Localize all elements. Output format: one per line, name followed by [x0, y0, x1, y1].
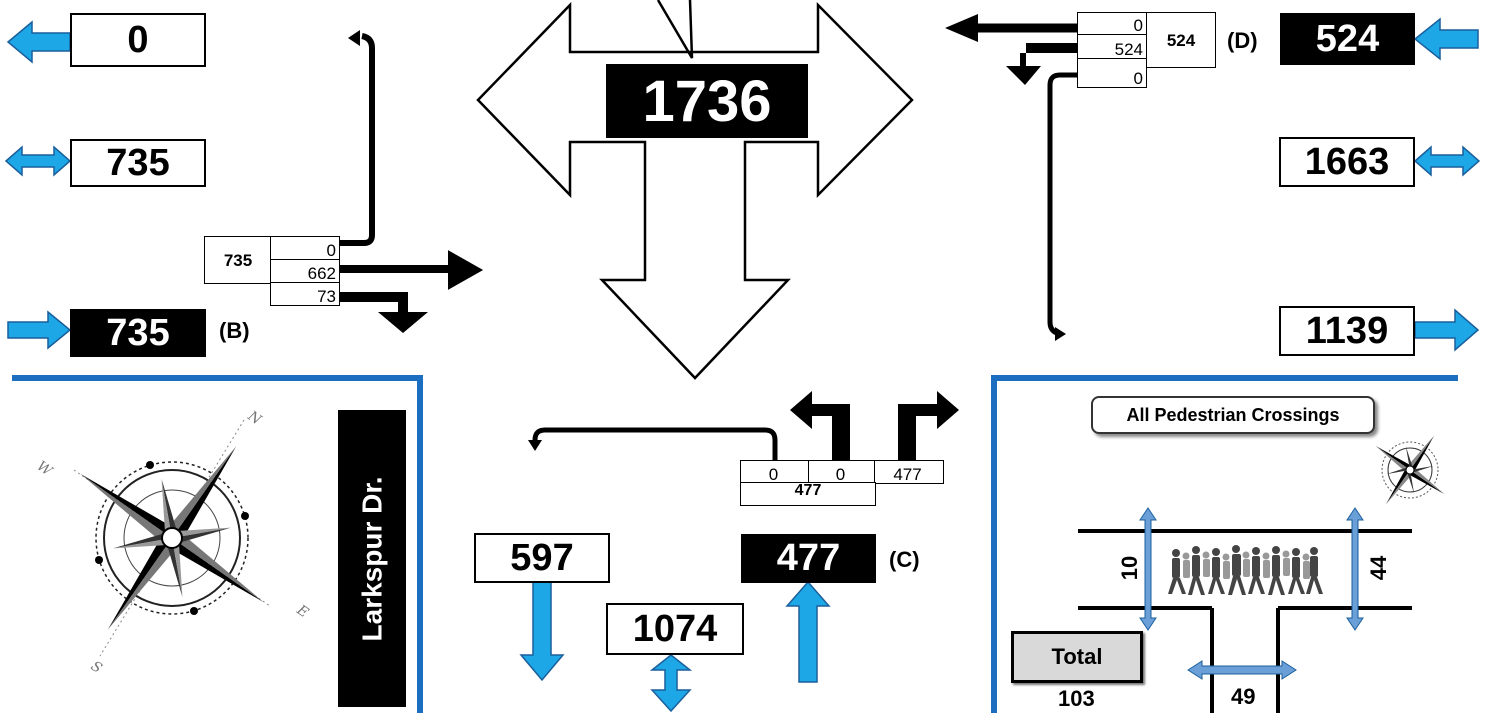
west-two-way-blue-arrow-icon [6, 147, 70, 175]
ped-west-leg-value: 10 [1117, 556, 1143, 580]
east-in-blue-arrow-icon [1415, 19, 1478, 59]
south-left-turn-value: 0 [769, 466, 778, 483]
compass-north-letter: N [244, 408, 265, 429]
west-two-way-total-box: 735 [70, 139, 206, 187]
south-right-turn-arrow-icon [898, 391, 959, 460]
south-through-value: 0 [836, 466, 845, 483]
west-out-total-box: 0 [70, 13, 206, 67]
west-in-blue-arrow-icon [8, 312, 70, 348]
east-right-turn-value: 524 [1115, 41, 1143, 58]
street-name-text: Larkspur Dr. [356, 476, 388, 641]
compass-rose-icon [16, 382, 328, 694]
central-four-way-arrow-icon [478, 5, 912, 378]
ped-east-leg-value: 44 [1366, 556, 1392, 580]
south-two-way-blue-arrow-icon [652, 655, 690, 711]
west-table-total-value: 735 [224, 252, 252, 269]
pedestrians-crowd-icon [1165, 540, 1325, 598]
south-left-turn-arrowhead-icon [528, 440, 542, 451]
south-out-total-box: 597 [474, 533, 610, 583]
south-in-total-box: 477 [741, 534, 876, 583]
east-left-turn-arrowhead-icon [1055, 327, 1066, 341]
west-left-turn-arrowhead-icon [348, 30, 360, 46]
ped-west-leg-count: 10 [1115, 548, 1145, 588]
compass-west-letter: W [34, 458, 56, 480]
ped-east-leg-count: 44 [1364, 548, 1394, 588]
south-two-way-total-value: 1074 [633, 608, 718, 651]
south-right-turn-value: 477 [893, 466, 921, 483]
east-table-total-cell: 524 [1146, 12, 1216, 68]
west-in-total-value: 735 [106, 312, 169, 355]
west-approach-label: (B) [219, 318, 250, 344]
south-out-total-value: 597 [510, 537, 573, 580]
ped-total-box: Total [1011, 631, 1143, 683]
east-left-turn-arrow-icon [1050, 75, 1077, 334]
west-through-value: 662 [308, 265, 336, 282]
west-right-turn-cell: 73 [270, 282, 340, 306]
west-in-total-box: 735 [70, 309, 206, 357]
south-in-blue-arrow-icon [787, 582, 829, 682]
west-right-turn-arrow-icon [340, 292, 428, 333]
compass-south-letter: S [88, 658, 105, 677]
east-two-way-blue-arrow-icon [1415, 147, 1479, 175]
east-through-cell: 0 [1077, 12, 1147, 35]
street-name-banner: Larkspur Dr. [338, 410, 406, 707]
east-out-total-box: 1139 [1279, 306, 1415, 356]
east-left-turn-value: 0 [1134, 70, 1143, 87]
south-table-total-cell: 477 [740, 482, 876, 506]
top-pointer-icon [658, 0, 692, 58]
west-out-total-value: 0 [127, 19, 148, 62]
east-in-total-value: 524 [1316, 18, 1379, 61]
east-in-total-box: 524 [1280, 13, 1415, 65]
west-through-cell: 662 [270, 259, 340, 283]
west-left-turn-arrow-icon [340, 36, 372, 243]
east-left-turn-cell: 0 [1077, 58, 1147, 88]
compass-east-letter: E [293, 602, 311, 622]
south-through-left-arrow-icon [790, 391, 850, 460]
west-table-total-cell: 735 [204, 236, 272, 284]
ped-total-label: Total [1052, 644, 1103, 670]
pedestrian-title-badge: All Pedestrian Crossings [1091, 396, 1375, 434]
pedestrian-title-text: All Pedestrian Crossings [1126, 405, 1339, 426]
south-right-turn-cell: 477 [874, 460, 944, 484]
ped-total-value: 103 [1058, 686, 1095, 712]
east-two-way-total-value: 1663 [1305, 141, 1390, 184]
south-two-way-total-box: 1074 [606, 603, 744, 655]
east-table-total-value: 524 [1167, 32, 1195, 49]
south-left-turn-cell: 0 [740, 460, 810, 484]
east-right-turn-arrow-icon [1006, 43, 1077, 85]
west-left-turn-cell: 0 [270, 236, 340, 260]
east-out-blue-arrow-icon [1415, 310, 1478, 350]
west-through-arrow-icon [340, 257, 475, 283]
south-approach-label: (C) [889, 547, 920, 573]
ped-east-crossing-arrow-icon [1347, 508, 1363, 630]
south-table-total-value: 477 [795, 483, 822, 499]
west-right-turn-value: 73 [317, 288, 336, 305]
west-out-blue-arrow-icon [8, 22, 70, 62]
west-left-turn-value: 0 [327, 242, 336, 259]
south-out-blue-arrow-icon [521, 580, 563, 680]
east-approach-label: (D) [1227, 28, 1258, 54]
west-two-way-total-value: 735 [106, 142, 169, 185]
ped-south-leg-count: 49 [1231, 684, 1255, 710]
south-through-cell: 0 [808, 460, 876, 484]
east-right-turn-cell: 524 [1077, 34, 1147, 59]
east-two-way-total-box: 1663 [1279, 137, 1415, 187]
south-in-total-value: 477 [777, 537, 840, 580]
south-left-turn-arrow-icon [535, 430, 775, 460]
intersection-total-value: 1736 [642, 68, 771, 135]
intersection-total-box: 1736 [606, 64, 808, 138]
east-through-value: 0 [1134, 17, 1143, 34]
east-through-arrowhead-icon [945, 14, 978, 42]
east-out-total-value: 1139 [1306, 310, 1388, 353]
